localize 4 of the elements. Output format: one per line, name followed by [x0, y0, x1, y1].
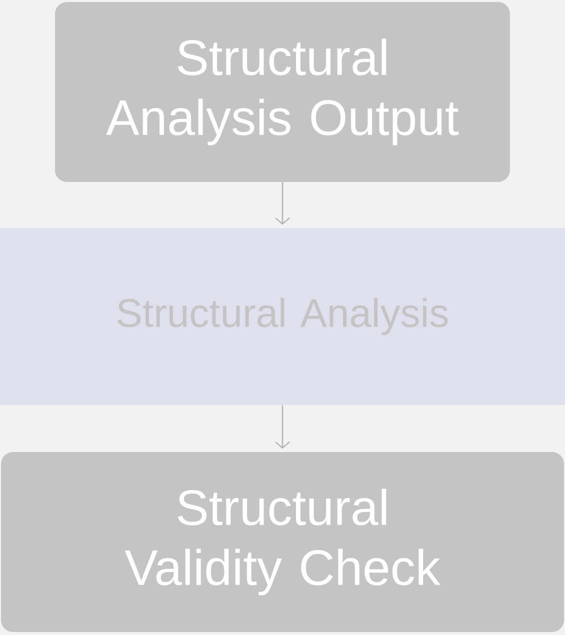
process-box: Structural Analysis Output	[55, 2, 510, 182]
process-box: Structural Validity Check	[1, 452, 564, 632]
arrow	[275, 405, 290, 449]
arrow	[275, 182, 290, 225]
